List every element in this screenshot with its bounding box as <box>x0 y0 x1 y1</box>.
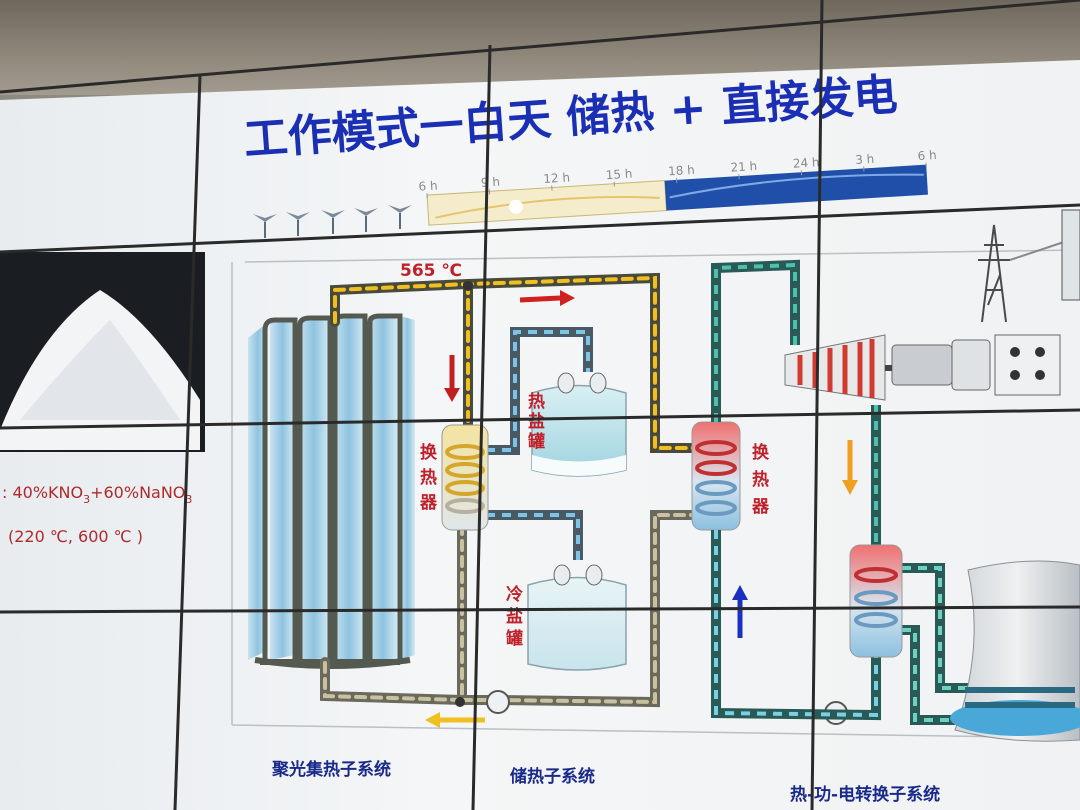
generator <box>885 339 991 391</box>
molten-salt-photo <box>0 252 205 452</box>
heliostat-icon <box>321 210 345 234</box>
storage-loop <box>486 327 593 560</box>
timeline-tick-label: 6 h <box>418 179 438 194</box>
switchgear <box>1061 209 1080 301</box>
hot-salt-loop <box>320 272 705 708</box>
svg-text:热: 热 <box>528 391 545 412</box>
svg-text:器: 器 <box>419 493 438 513</box>
svg-text:盐: 盐 <box>528 411 545 432</box>
heliostat-icon <box>253 214 277 238</box>
steam-turbine <box>784 334 886 401</box>
timeline-tick-label: 12 h <box>543 170 571 186</box>
cooling-tower <box>950 560 1080 742</box>
arrow-down-icon <box>842 480 858 495</box>
heat-exchanger-1 <box>441 424 489 531</box>
hx1-label: 换 热 器 <box>419 442 438 513</box>
heliostat-icon <box>354 208 378 232</box>
condenser-exchanger <box>849 544 903 658</box>
cold-tank-label: 冷 盐 罐 <box>505 584 523 649</box>
temperature-label: 565 ℃ <box>400 261 462 281</box>
flow-arrows <box>425 290 858 728</box>
timeline-tick-label: 3 h <box>855 152 875 167</box>
temperature-range: (220 ℃, 600 ℃ ) <box>8 527 143 546</box>
transmission-tower-icon <box>978 224 1071 323</box>
svg-text:热: 热 <box>420 467 437 488</box>
svg-text:冷: 冷 <box>506 584 523 605</box>
heliostat-icon <box>388 205 412 229</box>
heliostat-icon <box>286 212 310 236</box>
solar-receiver <box>248 313 415 669</box>
day-segment <box>426 180 668 226</box>
svg-text:罐: 罐 <box>527 431 545 452</box>
svg-text:换: 换 <box>752 442 770 463</box>
svg-text:器: 器 <box>751 497 770 517</box>
heat-exchanger-2 <box>691 421 741 531</box>
svg-text:罐: 罐 <box>505 628 523 649</box>
svg-text:换: 换 <box>420 442 438 463</box>
timeline-tick-label: 24 h <box>792 155 820 171</box>
arrow-up-icon <box>732 585 748 600</box>
solar-subsystem-label: 聚光集热子系统 <box>271 759 391 780</box>
power-subsystem-label: 热-功-电转换子系统 <box>790 784 940 805</box>
arrow-right-icon <box>560 290 575 306</box>
timeline-tick-label: 21 h <box>730 159 758 175</box>
timeline-tick-label: 9 h <box>481 175 501 190</box>
cold-salt-tank <box>527 564 627 671</box>
sun-icon <box>508 199 523 214</box>
heliostat-row <box>253 205 412 238</box>
svg-text:热: 热 <box>752 469 769 490</box>
storage-subsystem-label: 储热子系统 <box>510 766 595 787</box>
night-segment <box>664 164 928 211</box>
timeline-tick-label: 18 h <box>668 163 696 179</box>
svg-text:盐: 盐 <box>506 606 523 627</box>
hx2-label: 换 热 器 <box>751 442 770 517</box>
hot-salt-tank <box>531 372 627 477</box>
transformer <box>994 334 1061 396</box>
slide-title: 工作模式一白天 储热 + 直接发电 <box>242 69 899 166</box>
timeline-tick-label: 15 h <box>605 167 633 183</box>
salt-formula: : 40%KNO3+60%NaNO3 <box>2 483 192 506</box>
hot-tank-label: 热 盐 罐 <box>527 391 545 452</box>
arrow-left-icon <box>425 712 440 728</box>
arrow-down-icon <box>444 388 460 402</box>
salt-pump-icon <box>486 690 510 714</box>
timeline-tick-label: 6 h <box>917 148 937 163</box>
